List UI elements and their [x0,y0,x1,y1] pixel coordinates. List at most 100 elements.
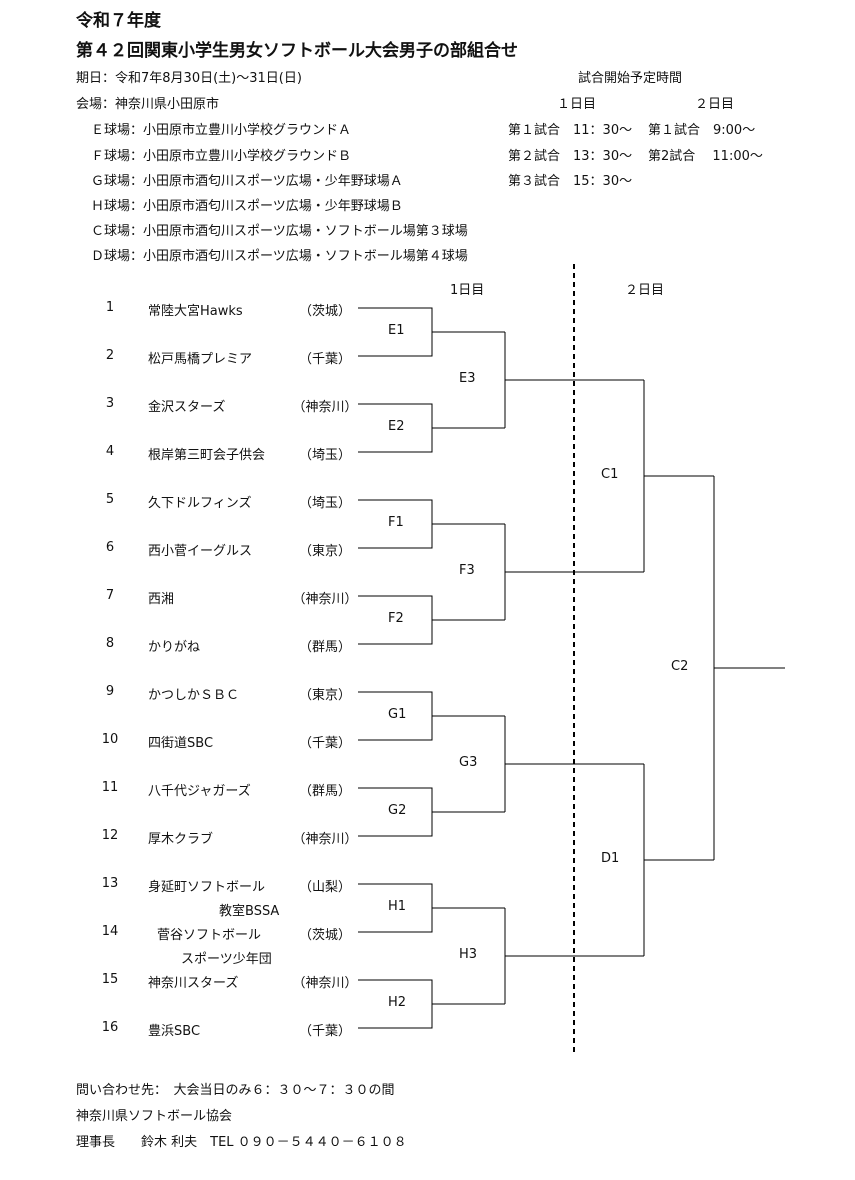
team-prefecture: （茨城） [298,928,351,943]
match-label: E1 [388,323,405,338]
team-number: 15 [101,972,119,987]
match-label: F2 [388,611,404,626]
team-name: 松戸馬橋プレミア [148,352,253,367]
match-label: C1 [601,467,619,482]
bracket-line-f1 [358,499,505,549]
team-prefecture: （埼玉） [298,496,351,511]
team-name: かつしかＳＢＣ [148,688,240,703]
team-prefecture: （東京） [298,688,351,703]
team-prefecture: （山梨） [298,880,351,895]
team-number: 11 [101,780,119,795]
bracket-day1-header: 1日目 [450,283,485,298]
team-prefecture: （千葉） [298,1024,351,1039]
team-name: 菅谷ソフトボール [157,928,262,943]
team-prefecture: （群馬） [298,784,351,799]
team-name: 四街道SBC [148,736,214,751]
team-prefecture: （千葉） [298,736,351,751]
schedule-day2-game1: 第１試合 9:00～ [648,123,756,138]
bracket-line-c1 [643,380,714,572]
ground-f: Ｆ球場：小田原市立豊川小学校グラウンドＢ [91,149,352,164]
bracket-line-e2 [358,403,505,453]
match-label: G2 [388,803,407,818]
match-label: H2 [388,995,407,1010]
match-label: E3 [459,371,476,386]
team-name: 八千代ジャガーズ [148,784,251,799]
match-label: H3 [459,947,478,962]
ground-e: Ｅ球場：小田原市立豊川小学校グラウンドＡ [91,123,352,138]
team-number: 4 [105,444,115,459]
schedule-day1-label: １日目 [557,97,597,112]
team-name: 根岸第三町会子供会 [148,448,266,463]
ground-d: Ｄ球場：小田原市酒匂川スポーツ広場・ソフトボール場第４球場 [91,249,468,264]
match-label: G1 [388,707,407,722]
team-name: 久下ドルフィンズ [148,496,252,511]
ground-g: Ｇ球場：小田原市酒匂川スポーツ広場・少年野球場Ａ [91,174,403,189]
team-prefecture: （埼玉） [298,448,351,463]
team-name: 西湘 [148,592,175,607]
team-prefecture: （神奈川） [292,400,358,415]
document-year: 令和７年度 [76,11,161,31]
team-number: 14 [101,924,119,939]
team-name: 常陸大宮Hawks [148,304,243,319]
bracket-line-e1 [358,307,505,357]
match-label: C2 [671,659,689,674]
bracket-line-e3 [504,332,644,428]
bracket-line-g1 [358,691,505,741]
team-prefecture: （東京） [298,544,351,559]
bracket-line-d1 [643,764,714,956]
bracket-day2-header: ２日目 [625,283,665,298]
team-number: 12 [101,828,119,843]
event-venue: 会場：神奈川県小田原市 [76,97,220,112]
team-number: 9 [105,684,115,699]
team-prefecture: （神奈川） [292,592,358,607]
bracket-line-h2 [358,979,505,1029]
ground-h: Ｈ球場：小田原市酒匂川スポーツ広場・少年野球場Ｂ [91,199,403,214]
team-name: 身延町ソフトボール [148,880,266,895]
team-name: 金沢スターズ [148,400,226,415]
bracket-line-g2 [358,787,505,837]
footer-organization: 神奈川県ソフトボール協会 [76,1109,233,1124]
schedule-day1-game1: 第１試合 11：30～ [508,123,633,138]
team-name: かりがね [148,640,201,655]
team-number: 13 [101,876,119,891]
match-label: D1 [601,851,620,866]
schedule-day2-game2: 第2試合 11:00～ [648,149,763,164]
team-name: 神奈川スターズ [148,976,239,991]
team-number: 3 [105,396,115,411]
team-number: 1 [105,300,115,315]
bracket-line-h1 [358,883,505,933]
team-prefecture: （神奈川） [292,832,358,847]
team-number: 10 [101,732,119,747]
team-prefecture: （群馬） [298,640,351,655]
match-label: G3 [459,755,478,770]
team-number: 5 [105,492,115,507]
match-label: F3 [459,563,475,578]
schedule-day1-game2: 第２試合 13：30～ [508,149,633,164]
schedule-day1-game3: 第３試合 15：30～ [508,174,633,189]
team-number: 6 [105,540,115,555]
team-prefecture: （神奈川） [292,976,358,991]
footer-person: 理事長 鈴木 利夫 TEL ０９０－５４４０－６１０８ [76,1135,407,1150]
team-name-line2: スポーツ少年団 [181,952,272,967]
match-label: F1 [388,515,404,530]
team-number: 2 [105,348,115,363]
team-name-line2: 教室BSSA [219,904,280,919]
match-label: H1 [388,899,407,914]
match-label: E2 [388,419,405,434]
team-number: 7 [105,588,115,603]
team-name: 厚木クラブ [148,832,214,847]
event-date: 期日：令和7年8月30日(土)～31日(日) [76,71,302,86]
team-number: 16 [101,1020,119,1035]
bracket-line-h3 [504,908,644,1004]
bracket-line-c2 [713,476,785,860]
schedule-title: 試合開始予定時間 [578,71,683,86]
team-name: 豊浜SBC [148,1024,201,1039]
schedule-day2-label: ２日目 [695,97,735,112]
ground-c: Ｃ球場：小田原市酒匂川スポーツ広場・ソフトボール場第３球場 [91,224,468,239]
team-prefecture: （千葉） [298,352,351,367]
team-prefecture: （茨城） [298,304,351,319]
team-name: 西小菅イーグルス [148,544,253,559]
bracket-line-f2 [358,595,505,645]
team-number: 8 [105,636,115,651]
